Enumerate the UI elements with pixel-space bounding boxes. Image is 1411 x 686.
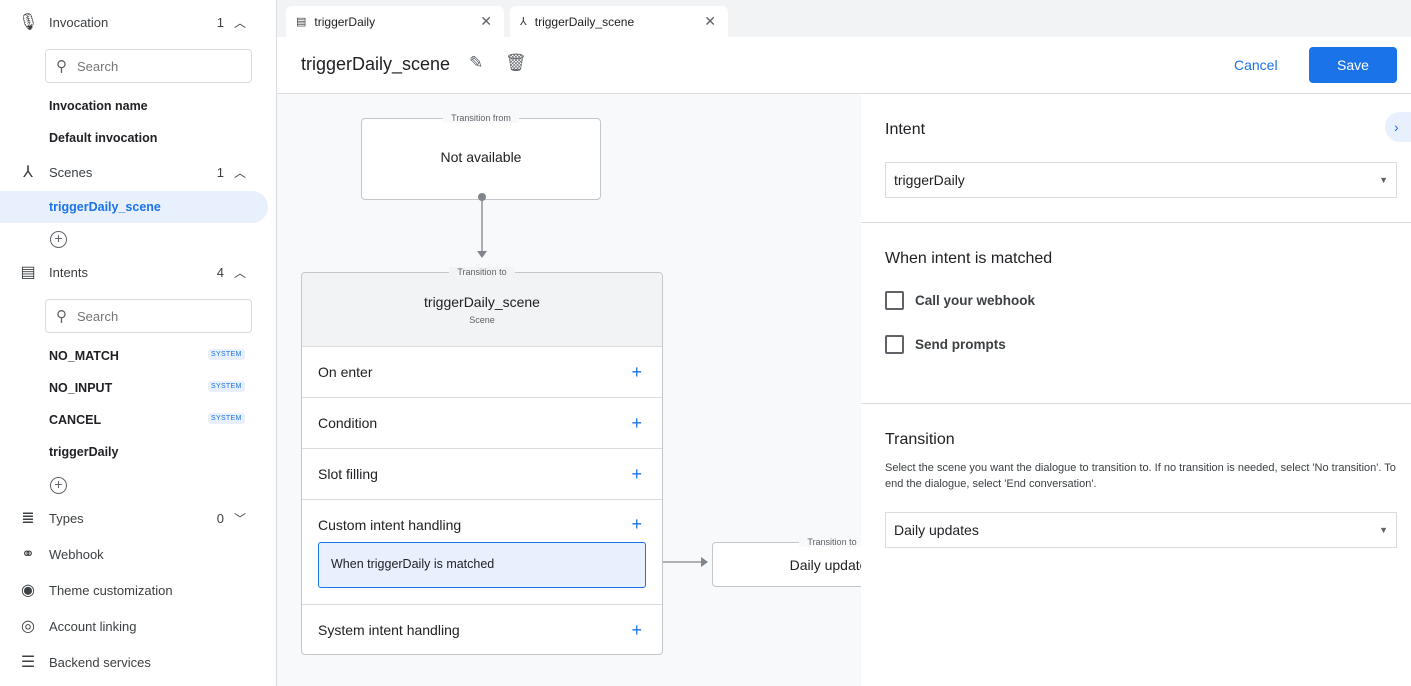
- close-icon[interactable]: ✕: [480, 13, 492, 29]
- add-icon[interactable]: +: [631, 514, 642, 534]
- sidebar-item-intent[interactable]: triggerDaily: [49, 445, 119, 459]
- sidebar-item-default-invocation[interactable]: Default invocation: [49, 131, 158, 145]
- save-button[interactable]: Save: [1309, 47, 1397, 83]
- sidebar-item-intent[interactable]: NO_INPUT: [49, 381, 113, 395]
- transition-help-text: Select the scene you want the dialogue t…: [885, 462, 1396, 490]
- arrowhead: [701, 557, 708, 567]
- sidebar-item-theme[interactable]: ◉Theme customization: [0, 575, 270, 605]
- invocation-search[interactable]: ⚲: [45, 49, 252, 83]
- add-icon[interactable]: +: [631, 619, 642, 640]
- transition-target-box[interactable]: Transition to Daily updates: [712, 537, 861, 587]
- chevron-right-icon[interactable]: ›: [1385, 112, 1411, 142]
- transition-heading: Transition: [885, 431, 955, 448]
- chevron-up-icon[interactable]: ︿: [234, 15, 247, 30]
- transition-from-box: Transition from Not available: [361, 113, 601, 200]
- transition-target-text: Daily updates: [789, 557, 861, 573]
- webhook-icon: ⚭: [21, 546, 35, 563]
- list-icon: ▤: [296, 16, 307, 28]
- add-scene-icon[interactable]: +: [50, 231, 67, 248]
- system-badge: SYSTEM: [208, 413, 245, 424]
- dropdown-arrow-icon: ▼: [1379, 175, 1388, 185]
- sidebar-item-account-linking[interactable]: ◎Account linking: [0, 611, 270, 641]
- system-badge: SYSTEM: [208, 349, 245, 360]
- scene-merge-icon: ⅄: [23, 164, 33, 181]
- transition-to-label: Transition to: [449, 267, 515, 277]
- scene-icon: ⅄: [520, 16, 527, 28]
- sidebar-item-invocation-name[interactable]: Invocation name: [49, 99, 148, 113]
- row-custom-intent-handling[interactable]: Custom intent handling+ When triggerDail…: [302, 499, 662, 604]
- scene-title: triggerDaily_scene: [424, 294, 540, 310]
- microphone-icon: 🎙: [18, 14, 39, 31]
- tab-triggerdaily-scene[interactable]: ⅄triggerDaily_scene✕: [510, 6, 728, 37]
- list-icon: ▤: [20, 264, 36, 281]
- edit-icon[interactable]: ✎: [469, 53, 484, 72]
- palette-icon: ◉: [21, 582, 35, 599]
- scene-subtitle: Scene: [469, 315, 495, 325]
- intent-heading: Intent: [885, 121, 926, 138]
- row-on-enter[interactable]: On enter+: [302, 346, 662, 397]
- scene-canvas: Transition from Not available Transition…: [277, 94, 861, 686]
- add-icon[interactable]: +: [631, 463, 642, 484]
- row-system-intent-handling[interactable]: System intent handling+: [302, 604, 662, 655]
- page-title: triggerDaily_scene: [301, 54, 451, 74]
- transition-from-label: Transition from: [443, 113, 519, 123]
- add-icon[interactable]: +: [631, 361, 642, 382]
- lines-icon: ≣: [21, 510, 35, 527]
- row-slot-filling[interactable]: Slot filling+: [302, 448, 662, 499]
- settings-list-icon: ☰: [20, 654, 36, 671]
- chevron-up-icon[interactable]: ︿: [234, 265, 247, 280]
- invocation-search-input[interactable]: [77, 58, 227, 74]
- sidebar-item-backend-services[interactable]: ☰Backend services: [0, 647, 270, 677]
- transition-select[interactable]: Daily updates▼: [885, 512, 1397, 548]
- cancel-button[interactable]: Cancel: [1234, 57, 1278, 73]
- search-icon: ⚲: [56, 308, 67, 325]
- intents-search[interactable]: ⚲: [45, 299, 252, 333]
- sidebar-item-intent[interactable]: CANCEL: [49, 413, 102, 427]
- transition-from-text: Not available: [440, 149, 522, 165]
- call-webhook-checkbox[interactable]: Call your webhook: [885, 291, 1035, 310]
- add-icon[interactable]: +: [631, 412, 642, 433]
- sidebar-item-triggerdaily-scene[interactable]: triggerDaily_scene: [0, 191, 268, 223]
- search-icon: ⚲: [56, 58, 67, 75]
- add-intent-icon[interactable]: +: [50, 477, 67, 494]
- sidebar-item-intent[interactable]: NO_MATCH: [49, 349, 119, 363]
- sidebar-item-webhook[interactable]: ⚭Webhook: [0, 539, 270, 569]
- chevron-down-icon[interactable]: ﹀: [234, 511, 247, 526]
- header: triggerDaily_scene ✎ 🗑 Cancel Save: [277, 37, 1411, 94]
- transition-target-label: Transition to: [799, 537, 861, 547]
- account-circle-icon: ◎: [21, 618, 35, 635]
- chevron-up-icon[interactable]: ︿: [234, 165, 247, 180]
- system-badge: SYSTEM: [208, 381, 245, 392]
- matched-heading: When intent is matched: [885, 250, 1053, 267]
- dropdown-arrow-icon: ▼: [1379, 525, 1388, 535]
- tab-triggerdaily[interactable]: ▤triggerDaily✕: [286, 6, 504, 37]
- intent-details-panel: › Intent triggerDaily▼ When intent is ma…: [861, 94, 1411, 686]
- arrowhead: [477, 251, 487, 258]
- scene-card: Transition to triggerDaily_scene Scene O…: [301, 267, 663, 655]
- send-prompts-checkbox[interactable]: Send prompts: [885, 335, 1006, 354]
- delete-icon[interactable]: 🗑: [505, 53, 527, 72]
- tab-bar: ▤triggerDaily✕ ⅄triggerDaily_scene✕: [277, 0, 1411, 37]
- intents-search-input[interactable]: [77, 308, 227, 324]
- row-condition[interactable]: Condition+: [302, 397, 662, 448]
- close-icon[interactable]: ✕: [704, 13, 716, 29]
- intent-select[interactable]: triggerDaily▼: [885, 162, 1397, 198]
- intent-handler-item[interactable]: When triggerDaily is matched: [318, 542, 646, 588]
